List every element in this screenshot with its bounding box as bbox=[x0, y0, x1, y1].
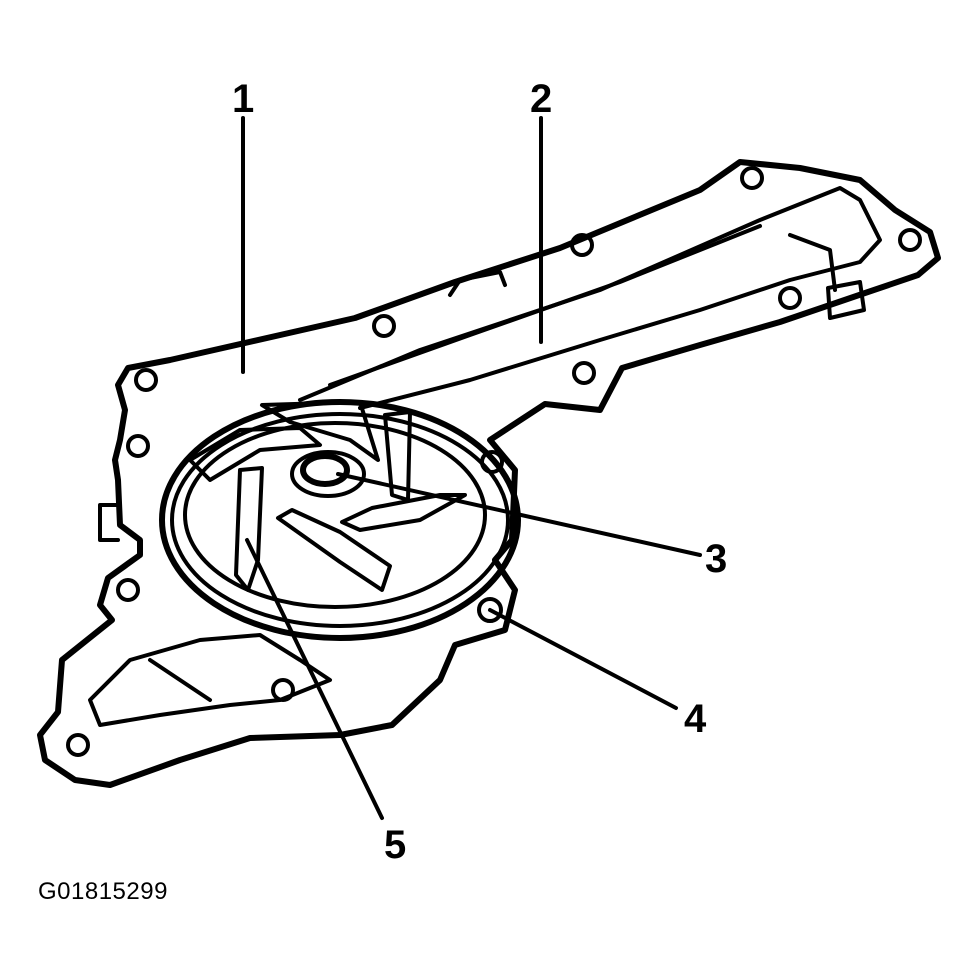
bolt-hole bbox=[480, 450, 504, 474]
impeller-vane bbox=[260, 400, 380, 462]
leader-line-3 bbox=[336, 472, 702, 557]
lower-channel-rib bbox=[148, 658, 212, 702]
pump-housing-outline bbox=[37, 159, 941, 788]
callout-4: 4 bbox=[684, 697, 707, 741]
channel-rib bbox=[788, 233, 837, 292]
bolt-hole bbox=[66, 733, 90, 757]
side-lug-left bbox=[98, 503, 120, 542]
impeller-vane bbox=[276, 508, 392, 592]
leader-line-4 bbox=[488, 608, 678, 710]
bolt-hole bbox=[740, 166, 764, 190]
leader-line-5 bbox=[245, 538, 384, 820]
impeller-vane bbox=[340, 493, 467, 532]
callout-3: 3 bbox=[705, 537, 727, 581]
callout-1: 1 bbox=[232, 77, 254, 121]
side-lug-right bbox=[826, 280, 866, 320]
callout-5: 5 bbox=[384, 823, 406, 867]
bolt-hole bbox=[134, 368, 158, 392]
upper-channel-inner bbox=[328, 224, 762, 387]
bolt-holes bbox=[66, 166, 922, 757]
bolt-hole bbox=[271, 678, 295, 702]
bolt-hole bbox=[572, 361, 596, 385]
impeller-hub bbox=[300, 453, 350, 487]
callout-2: 2 bbox=[530, 77, 552, 121]
impeller-vane bbox=[383, 410, 412, 502]
upper-channel bbox=[298, 186, 882, 410]
gasket-inner-ring bbox=[170, 412, 510, 628]
bolt-hole bbox=[898, 228, 922, 252]
bolt-hole bbox=[570, 233, 594, 257]
impeller-vane bbox=[234, 466, 264, 592]
figure-id-label: G01815299 bbox=[38, 878, 168, 905]
bolt-hole bbox=[372, 314, 396, 338]
bolt-hole bbox=[477, 597, 503, 623]
lower-channel bbox=[88, 633, 332, 727]
bolt-hole bbox=[126, 434, 150, 458]
bolt-hole bbox=[116, 578, 140, 602]
impeller-vane bbox=[188, 426, 322, 482]
impeller-hub-outer bbox=[290, 450, 366, 498]
bolt-hole bbox=[778, 286, 802, 310]
impeller-bore bbox=[183, 421, 487, 609]
side-lug-top bbox=[448, 270, 507, 297]
